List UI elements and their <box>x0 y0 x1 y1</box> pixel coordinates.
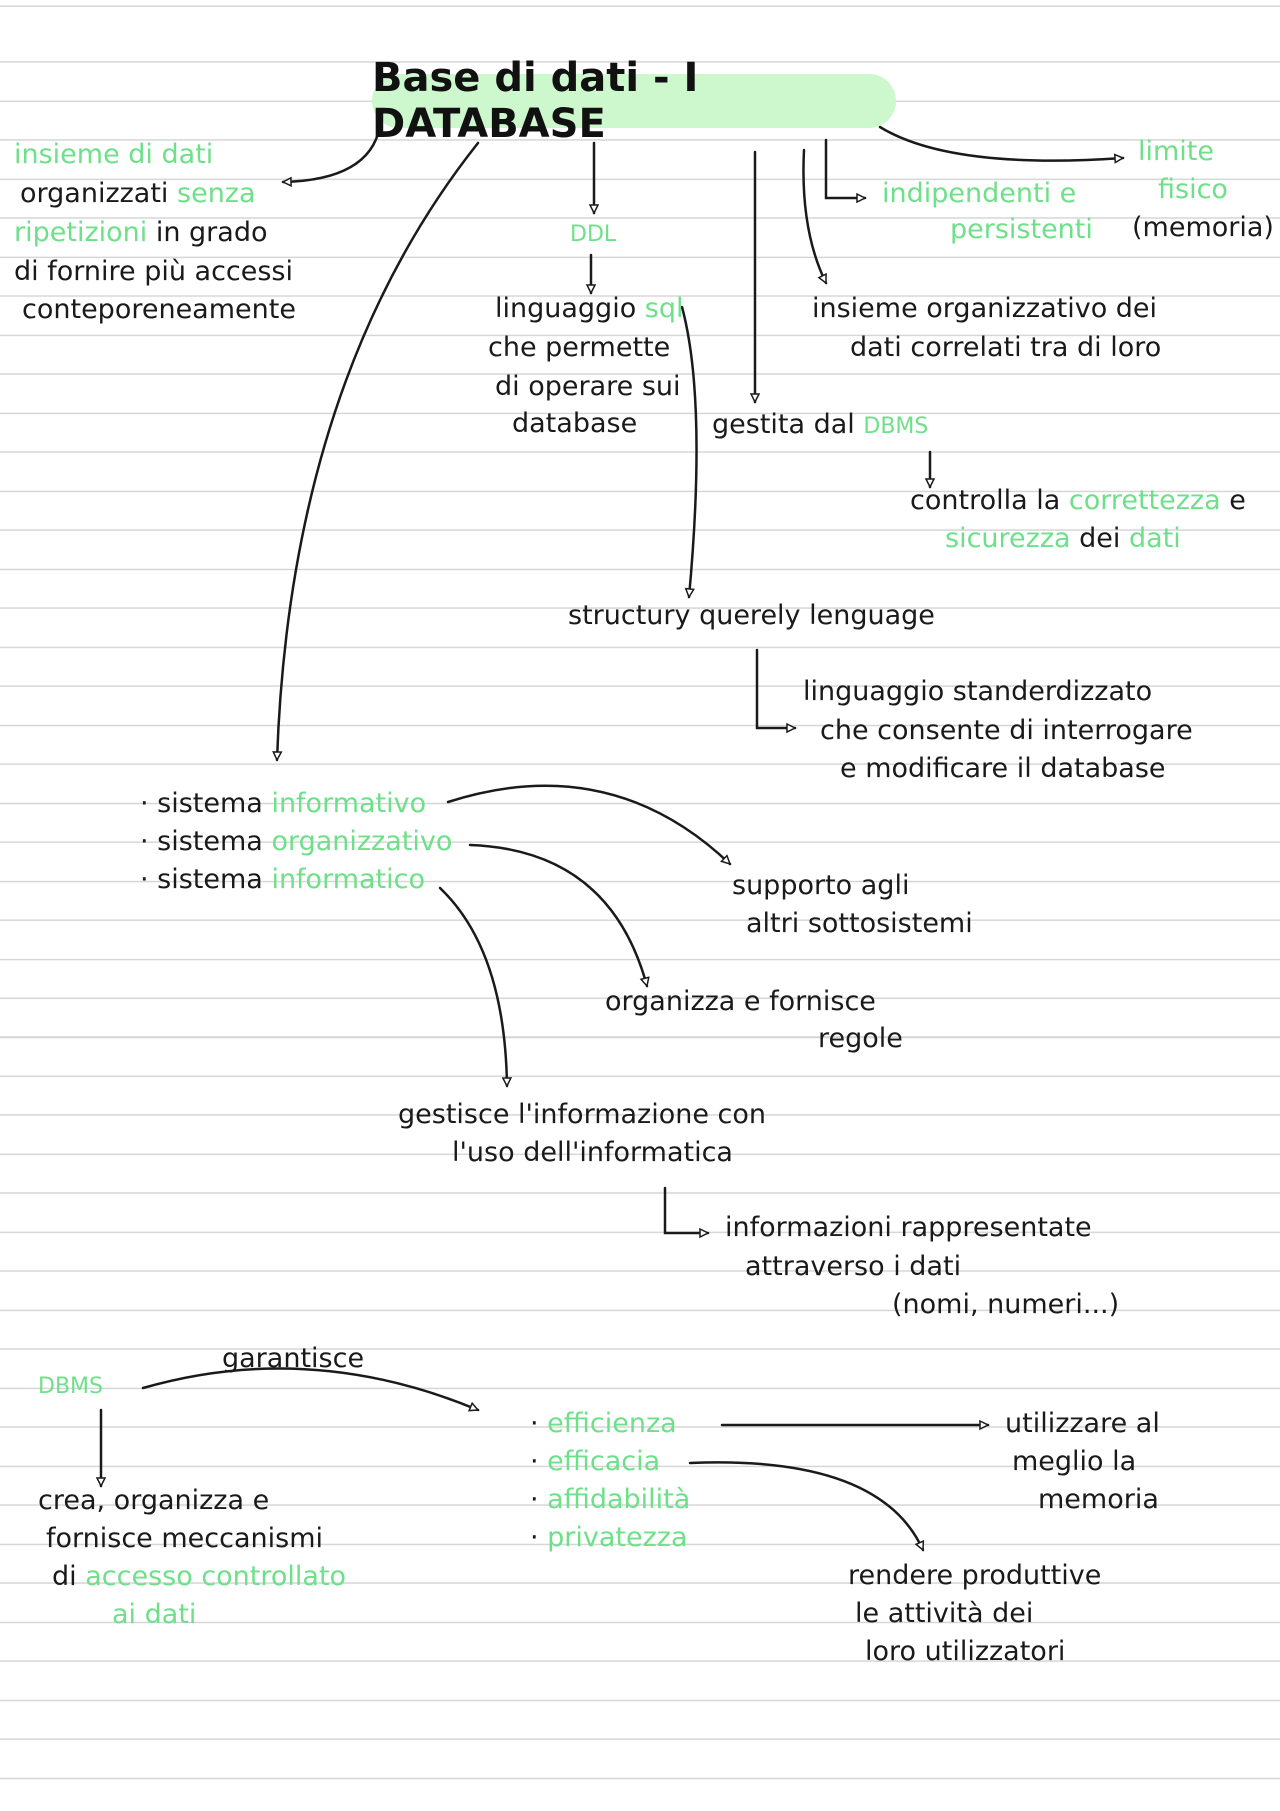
system-prefix: sistema <box>157 788 272 819</box>
arrow-informativo-to-support <box>446 784 732 866</box>
sql-label: structury querely lenguage <box>568 600 935 631</box>
controls-highlight: correttezza <box>1068 485 1221 516</box>
ddl-label: DDL <box>570 222 617 247</box>
dbms-managed-highlight: DBMS <box>863 414 929 439</box>
system-prefix: sistema <box>157 864 272 895</box>
system-type: informativo <box>271 788 427 819</box>
arrow-efficacy-to-desc <box>688 1461 925 1550</box>
support-line-2: altri sottosistemi <box>746 908 973 939</box>
quality-item: · efficacia <box>530 1446 661 1477</box>
ddl-line-2: che permette <box>488 332 671 363</box>
page-title: Base di dati - I DATABASE <box>372 55 896 147</box>
organize-line-2: regole <box>818 1023 903 1054</box>
definition-line-1: insieme di dati <box>14 139 214 170</box>
creates-line-2: fornisce meccanismi <box>46 1523 324 1554</box>
controls-text: dei <box>1070 523 1129 554</box>
sql-desc-line-3: e modificare il database <box>840 753 1166 784</box>
definition-highlight: senza <box>177 178 256 209</box>
creates-line-1: crea, organizza e <box>38 1485 270 1516</box>
arrow-to-definition <box>283 124 382 182</box>
quality-name: efficienza <box>547 1408 677 1439</box>
definition-line-2: organizzati senza <box>20 175 256 213</box>
definition-text: in grado <box>147 217 268 248</box>
controls-text: e <box>1220 485 1246 516</box>
manage-line-1: gestisce l'informazione con <box>398 1099 767 1130</box>
system-item: · sistema organizzativo <box>140 826 453 857</box>
dbms-managed-text: gestita dal <box>712 409 864 440</box>
definition-line-4: di fornire più accessi <box>14 256 294 287</box>
limit-line-3: (memoria) <box>1132 212 1274 243</box>
ddl-line-4: database <box>512 408 638 439</box>
quality-name: affidabilità <box>547 1484 691 1515</box>
controls-text: controlla la <box>910 485 1069 516</box>
efficiency-desc-line-3: memoria <box>1038 1484 1159 1515</box>
efficiency-desc-line-1: utilizzare al <box>1005 1408 1160 1439</box>
dbms-label: DBMS <box>38 1374 103 1399</box>
arrow-to-systems <box>277 141 480 760</box>
ddl-text: linguaggio <box>495 293 645 324</box>
organize-line-1: organizza e fornisce <box>605 986 876 1017</box>
creates-text: di <box>52 1561 86 1592</box>
definition-line-5: conteporeneamente <box>22 294 296 325</box>
ddl-highlight: sql <box>644 293 684 324</box>
independent-line-2: persistenti <box>950 214 1093 245</box>
support-line-1: supporto agli <box>732 870 910 901</box>
sql-desc-line-1: linguaggio standerdizzato <box>803 676 1153 707</box>
arrow-dbms-to-qualities <box>141 1367 478 1410</box>
independent-line-1: indipendenti e <box>882 178 1077 209</box>
efficiency-desc-line-2: meglio la <box>1012 1446 1137 1477</box>
quality-item: · affidabilità <box>530 1484 691 1515</box>
creates-line-4: ai dati <box>112 1599 197 1630</box>
info-line-1: informazioni rappresentate <box>725 1212 1092 1243</box>
definition-line-3: ripetizioni in grado <box>14 214 267 252</box>
controls-line-2: sicurezza dei dati <box>945 520 1181 558</box>
arrow-sql-to-structured <box>680 305 698 597</box>
system-type: organizzativo <box>271 826 453 857</box>
info-line-3: (nomi, numeri...) <box>892 1289 1120 1320</box>
info-line-2: attraverso i dati <box>745 1251 962 1282</box>
ddl-line-1: linguaggio sql <box>495 290 684 328</box>
system-item: · sistema informativo <box>140 788 427 819</box>
manage-line-2: l'uso dell'informatica <box>452 1137 733 1168</box>
arrow-informatico-to-manage <box>438 886 507 1086</box>
efficacy-desc-line-2: le attività dei <box>855 1598 1034 1629</box>
sql-desc-line-2: che consente di interrogare <box>820 715 1193 746</box>
organized-line-2: dati correlati tra di loro <box>850 332 1162 363</box>
arrow-manage-to-info <box>663 1186 708 1233</box>
arrow-sql-to-desc <box>755 648 795 728</box>
quality-name: efficacia <box>547 1446 661 1477</box>
definition-highlight: ripetizioni <box>14 217 148 248</box>
quality-item: · efficienza <box>530 1408 677 1439</box>
arrow-to-limit <box>878 125 1123 161</box>
efficacy-desc-line-1: rendere produttive <box>848 1560 1102 1591</box>
controls-highlight: dati <box>1128 523 1181 554</box>
organized-line-1: insieme organizzativo dei <box>812 293 1158 324</box>
guarantees-label: garantisce <box>222 1343 365 1374</box>
quality-name: privatezza <box>547 1522 688 1553</box>
arrow-to-independent <box>824 138 865 198</box>
limit-line-1: limite <box>1138 136 1215 167</box>
ddl-line-3: di operare sui <box>495 371 681 402</box>
system-type: informatico <box>271 864 425 895</box>
efficacy-desc-line-3: loro utilizzatori <box>865 1636 1066 1667</box>
system-item: · sistema informatico <box>140 864 425 895</box>
creates-highlight: accesso controllato <box>85 1561 347 1592</box>
system-prefix: sistema <box>157 826 272 857</box>
dbms-managed-line: gestita dal DBMS <box>712 406 928 446</box>
controls-highlight: sicurezza <box>945 523 1071 554</box>
arrow-organizzativo-to-organize <box>468 843 647 986</box>
quality-item: · privatezza <box>530 1522 688 1553</box>
arrow-to-organized <box>802 148 828 283</box>
creates-line-3: di accesso controllato <box>52 1558 346 1596</box>
controls-line-1: controlla la correttezza e <box>910 482 1246 520</box>
limit-line-2: fisico <box>1158 174 1228 205</box>
definition-text: organizzati <box>20 178 178 209</box>
